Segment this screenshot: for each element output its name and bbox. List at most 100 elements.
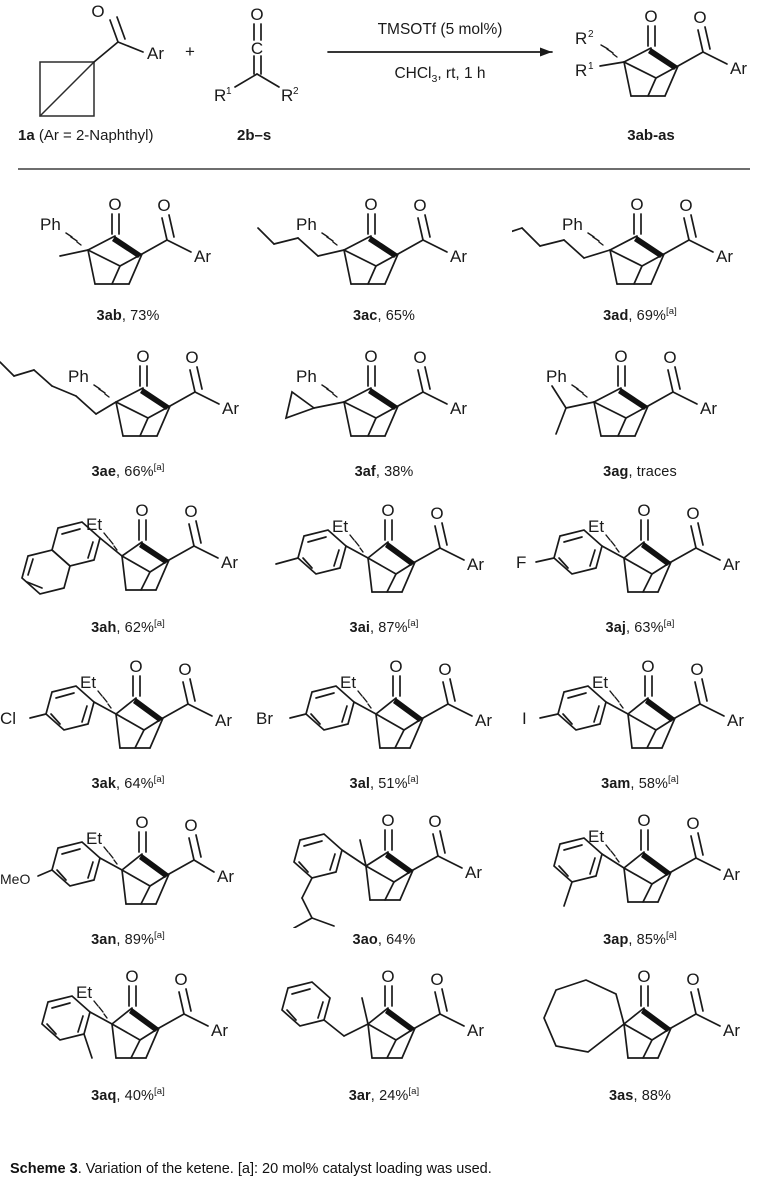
- ketene-r1-superscript: 1: [226, 86, 232, 97]
- stereo-wedge-bond: [641, 1008, 671, 1032]
- butyl-chain: [503, 227, 611, 259]
- product-code: 3aq: [91, 1087, 117, 1104]
- aryl-label: Ar: [221, 553, 238, 572]
- core-bicyclohexanone: O O: [87, 195, 211, 285]
- stereo-wedge-bond: [133, 698, 163, 722]
- substituent-label: Et: [340, 673, 356, 692]
- product-r1-label: R: [575, 61, 587, 80]
- reactant1-label: 1a (Ar = 2-Naphthyl): [18, 127, 153, 144]
- product-yield: 69%: [636, 307, 666, 324]
- product-label-3as: 3as, 88%: [609, 1084, 671, 1104]
- product-code: 3ai: [349, 619, 370, 636]
- core-bicyclohexanone: O O Ar: [115, 347, 239, 437]
- substituent-label: Et: [332, 517, 348, 536]
- structure-3ap: O O Ar Et: [512, 810, 768, 928]
- substituent-label: Ph: [296, 367, 317, 386]
- arrow-head: [540, 47, 552, 57]
- ketone-oxygen-label: O: [630, 195, 643, 214]
- product-code: 3ab: [96, 307, 122, 324]
- ring-substituent-label: F: [516, 553, 526, 572]
- product-code: 3am: [601, 775, 631, 792]
- ketone-oxygen-label: O: [364, 347, 377, 366]
- substituent-label: Et: [80, 673, 96, 692]
- stereo-wedge-bond: [648, 48, 678, 70]
- product-code: 3al: [349, 775, 370, 792]
- product-cell: O O: [0, 186, 256, 342]
- aryl-label: Ar: [716, 247, 733, 266]
- substituent-label: Ph: [562, 215, 583, 234]
- product-yield: 51%: [378, 775, 408, 792]
- product-yield: 87%: [378, 619, 408, 636]
- product-yield: 58%: [638, 775, 669, 792]
- product-sep: ,: [116, 931, 125, 948]
- scheme-caption: Scheme 3. Variation of the ketene. [a]: …: [10, 1160, 762, 1179]
- aryl-label: Ar: [215, 711, 232, 730]
- aryl-label: Ar: [222, 399, 239, 418]
- acyl-oxygen-label: O: [663, 348, 676, 367]
- ketene-r2-superscript: 2: [293, 86, 299, 97]
- stereo-wedge-bond: [385, 1008, 415, 1032]
- acyl-oxygen-label: O: [413, 348, 426, 367]
- product-label-3ae: 3ae, 66%[a]: [92, 460, 165, 480]
- ph-hash-bonds: [587, 232, 604, 246]
- product-code: 3af: [354, 463, 376, 480]
- product-footnote: [a]: [666, 930, 677, 941]
- stereo-wedge-bond: [139, 854, 169, 878]
- product-sep: ,: [626, 619, 635, 636]
- product-sep: ,: [370, 775, 379, 792]
- core-bicyclohexanone: O O Ar: [375, 657, 492, 749]
- structure-3as: O O Ar: [512, 966, 768, 1084]
- acyl-oxygen-label: O: [430, 504, 443, 523]
- aryl-label: Ar: [723, 555, 740, 574]
- aryl-label: Ar: [450, 399, 467, 418]
- plus-sign: +: [185, 42, 195, 61]
- product-sep: ,: [628, 463, 637, 480]
- et-hash-bonds: [605, 844, 620, 863]
- core-bicyclohexanone: O O Ar: [365, 811, 482, 901]
- acyl-oxygen-label: O: [428, 812, 441, 831]
- product-cell: O O Ar 3ar, 24%[a]: [256, 966, 512, 1122]
- product-row: MeO O: [0, 810, 768, 966]
- benzyl-group: [281, 981, 369, 1037]
- product-footnote: [a]: [668, 774, 679, 785]
- ketone-oxygen-label: O: [129, 657, 142, 676]
- product-r2-superscript: 2: [588, 29, 594, 40]
- structure-3af: O O Ar Ph: [256, 342, 512, 460]
- structure-3ab: O O: [0, 186, 256, 304]
- product-footnote: [a]: [408, 1086, 420, 1097]
- et-hash-bonds: [609, 690, 624, 709]
- et-hash-bonds: [103, 532, 118, 551]
- ketone-oxygen-label: O: [637, 967, 650, 986]
- product-code: 3ad: [603, 307, 629, 324]
- product-code: 3ah: [91, 619, 117, 636]
- scheme-caption-text: .: [77, 1161, 86, 1177]
- ketone-oxygen-label: O: [381, 967, 394, 986]
- product-aryl-label: Ar: [730, 59, 747, 78]
- product-code: 3aj: [605, 619, 626, 636]
- aryl-label: Ar: [465, 863, 482, 882]
- ketone-oxygen-label: O: [108, 195, 121, 214]
- section-divider: [18, 168, 750, 170]
- aryl-label: Ar: [723, 865, 740, 884]
- scheme-caption-body: Variation of the ketene. [a]: 20 mol% ca…: [85, 1161, 492, 1177]
- product-footnote: [a]: [153, 774, 165, 785]
- acyl-oxygen-label: O: [184, 816, 197, 835]
- product-yield: 89%: [124, 931, 154, 948]
- product-sep: ,: [121, 307, 131, 324]
- ketone-oxygen-label: O: [381, 811, 394, 830]
- core-bicyclohexanone: O O Ar: [343, 195, 467, 285]
- acyl-oxygen-label: O: [157, 196, 170, 215]
- core-bicyclohexanone: O O Ar: [627, 657, 744, 749]
- isobutylphenyl-group: [293, 833, 367, 929]
- substituent-label: Ph: [40, 215, 61, 234]
- product-sep: ,: [116, 1087, 125, 1104]
- product-cell: O O Ar Ph: [256, 342, 512, 498]
- structure-3ad: O O Ar Ph: [503, 186, 768, 304]
- naphthyl-group: [21, 521, 123, 595]
- substituent-label: Ph: [296, 215, 317, 234]
- acyl-oxygen-label: O: [185, 348, 198, 367]
- reactant-1-structure: O Ar: [39, 2, 164, 117]
- aryl-label: Ar: [211, 1021, 228, 1040]
- stereo-wedge-bond: [634, 236, 664, 258]
